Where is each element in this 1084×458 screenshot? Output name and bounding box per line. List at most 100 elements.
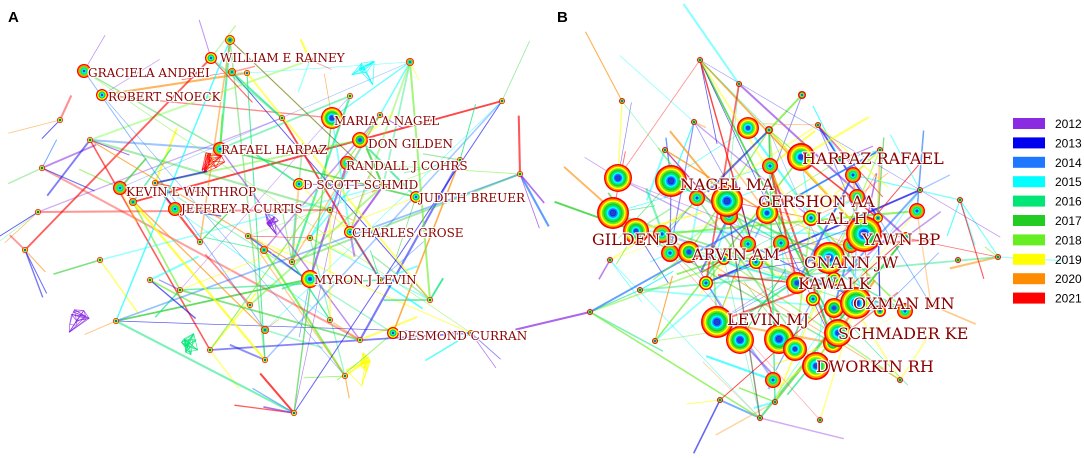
network-edge xyxy=(916,130,925,212)
node xyxy=(619,98,625,104)
network-edge xyxy=(930,304,977,325)
author-label-charles-grose: CHARLES GROSE xyxy=(352,226,464,240)
network-edge xyxy=(519,173,550,227)
author-label-oxman-mn: OXMAN MN xyxy=(853,294,955,313)
cluster-edge xyxy=(181,339,185,343)
node xyxy=(457,157,463,163)
network-edge xyxy=(0,211,39,237)
node xyxy=(207,347,213,353)
network-edge xyxy=(264,100,503,331)
network-edge xyxy=(839,149,881,161)
cluster-edge xyxy=(274,216,279,221)
author-label-d-scott-schmid: D SCOTT SCHMID xyxy=(303,178,418,192)
network-edge xyxy=(719,236,907,401)
network-edge xyxy=(41,143,97,169)
network-edge xyxy=(699,59,839,334)
node xyxy=(726,326,754,354)
network-edge xyxy=(0,211,39,242)
network-edge xyxy=(89,59,311,141)
cluster-edge xyxy=(269,226,277,235)
node xyxy=(291,410,297,416)
legend-swatch-2013 xyxy=(1013,137,1045,149)
legend-label-2021: 2021 xyxy=(1055,292,1082,306)
network-edge xyxy=(89,139,130,156)
cluster-edge xyxy=(190,333,195,355)
network-edge xyxy=(693,121,812,219)
cluster-edge xyxy=(69,311,74,325)
author-label-desmond-curran: DESMOND CURRAN xyxy=(398,329,527,343)
author-node xyxy=(321,107,343,129)
network-edge xyxy=(682,3,740,85)
cluster-edge xyxy=(366,61,375,73)
network-edge xyxy=(688,251,798,284)
network-edge xyxy=(598,259,611,280)
node xyxy=(765,372,781,388)
author-node xyxy=(787,143,815,171)
legend-label-2019: 2019 xyxy=(1055,253,1082,267)
node xyxy=(587,309,593,315)
network-edge xyxy=(519,173,540,229)
node xyxy=(718,253,730,265)
network-edge xyxy=(174,208,331,321)
network-edge xyxy=(291,261,331,321)
network-edge xyxy=(371,254,431,301)
network-edge xyxy=(470,332,501,360)
node xyxy=(427,297,433,303)
network-edge xyxy=(676,258,725,276)
cluster-edge xyxy=(361,371,367,386)
network-edge xyxy=(726,83,740,202)
network-edge xyxy=(692,399,721,454)
legend-swatch-2016 xyxy=(1013,195,1045,207)
network-edge xyxy=(617,59,701,179)
network-edge xyxy=(839,145,874,161)
network-edge xyxy=(101,71,248,97)
node xyxy=(289,259,295,265)
cluster-edge xyxy=(181,342,188,349)
network-edge xyxy=(842,210,918,278)
network-edge xyxy=(331,61,411,119)
cluster-edge xyxy=(267,224,271,227)
network-edge xyxy=(369,250,381,281)
node xyxy=(35,209,41,215)
node xyxy=(607,257,613,263)
network-edge xyxy=(717,274,798,284)
node xyxy=(736,81,742,87)
cluster-edge xyxy=(68,318,87,333)
network-edge xyxy=(349,61,411,233)
network-edge xyxy=(89,59,311,141)
network-edge xyxy=(654,270,738,342)
network-edge xyxy=(263,406,295,414)
cluster-edge xyxy=(185,339,197,353)
node xyxy=(406,58,414,66)
node xyxy=(815,122,821,128)
network-edge xyxy=(247,235,472,334)
network-edge xyxy=(280,205,293,263)
author-label-arvin-am: ARVIN AM xyxy=(691,245,780,264)
cluster-edge xyxy=(351,71,363,76)
network-edge xyxy=(589,242,782,313)
author-node xyxy=(846,216,882,252)
network-edge xyxy=(179,95,351,291)
network-edge xyxy=(706,129,770,193)
node xyxy=(225,35,235,45)
author-label-dworkin-rh: DWORKIN RH xyxy=(816,357,934,376)
legend-label-2018: 2018 xyxy=(1055,233,1082,247)
node xyxy=(468,330,474,336)
cluster-edge xyxy=(209,160,217,168)
network-edge xyxy=(101,94,333,119)
author-node xyxy=(352,132,368,148)
node xyxy=(22,247,28,253)
cluster-edge xyxy=(201,158,212,171)
network-edge xyxy=(723,257,830,260)
cluster-edge xyxy=(266,216,275,224)
network-edge xyxy=(946,199,961,237)
network-edge xyxy=(24,57,212,251)
node xyxy=(817,417,823,423)
network-edge xyxy=(24,249,48,294)
network-edge xyxy=(819,302,857,421)
author-label-kevin-l-winthrop: KEVIN L WINTHROP xyxy=(126,185,256,199)
cluster-edge xyxy=(73,310,84,313)
cluster-edge xyxy=(193,333,198,351)
network-edge xyxy=(687,127,749,168)
author-label-rafael-harpaz: RAFAEL HARPAZ xyxy=(221,143,327,157)
